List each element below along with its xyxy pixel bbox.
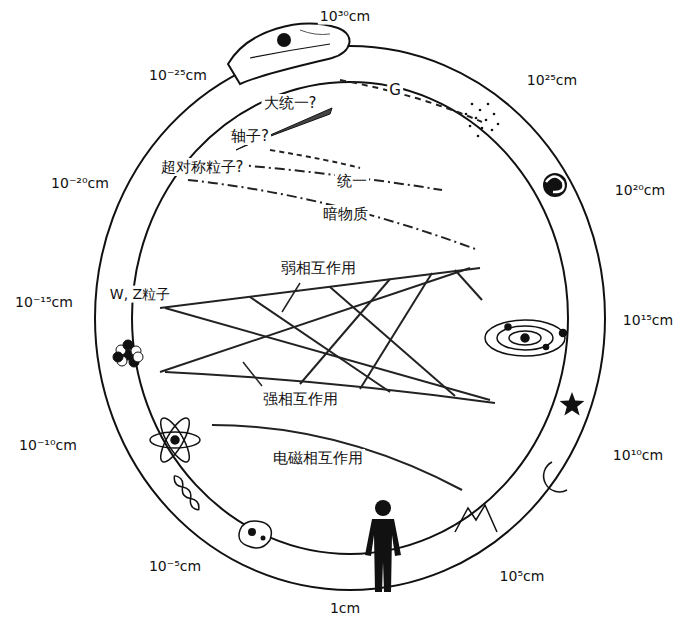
star-cluster-icon	[465, 103, 500, 138]
physics-label: 轴子?	[229, 127, 271, 145]
scale-label: 10⁻¹⁰cm	[17, 437, 79, 454]
physics-label: 大统一?	[262, 94, 319, 112]
galaxy-icon	[543, 173, 567, 197]
star-icon	[560, 392, 585, 416]
physics-label: 电磁相互作用	[271, 449, 365, 467]
physics-label: 弱相互作用	[279, 259, 358, 277]
scale-label: 10²⁰cm	[613, 182, 667, 199]
moon-icon	[544, 462, 567, 492]
cell-icon	[239, 521, 271, 548]
snake-ring	[95, 46, 605, 590]
scale-label: 10³⁰cm	[318, 8, 372, 25]
human-figure	[365, 500, 401, 592]
scale-label: 10⁻²⁵cm	[147, 67, 209, 84]
nucleus-icon	[113, 340, 143, 367]
force-lines	[160, 80, 495, 490]
physics-label: W, Z粒子	[108, 286, 172, 303]
physics-label: 超对称粒子?	[159, 158, 246, 176]
physics-label: G	[387, 81, 403, 99]
scale-label: 10¹⁵cm	[621, 312, 675, 329]
snake-head	[228, 24, 349, 150]
scale-label: 10²⁵cm	[525, 72, 579, 89]
physics-label: 暗物质	[321, 205, 370, 223]
scale-label: 10⁻⁵cm	[147, 558, 203, 575]
physics-label: 强相互作用	[261, 390, 340, 408]
scale-label: 1cm	[328, 600, 362, 617]
mountain-icon	[455, 505, 497, 532]
solar-system-icon	[485, 320, 567, 356]
atom-icon	[150, 414, 200, 465]
physics-label: 统一	[335, 172, 369, 190]
scale-label: 10⁻²⁰cm	[49, 175, 111, 192]
scale-label: 10⁻¹⁵cm	[13, 294, 75, 311]
dna-icon	[172, 474, 202, 512]
scale-label: 10¹⁰cm	[611, 447, 665, 464]
leader-lines	[243, 283, 300, 386]
scale-label: 10⁵cm	[498, 568, 547, 585]
